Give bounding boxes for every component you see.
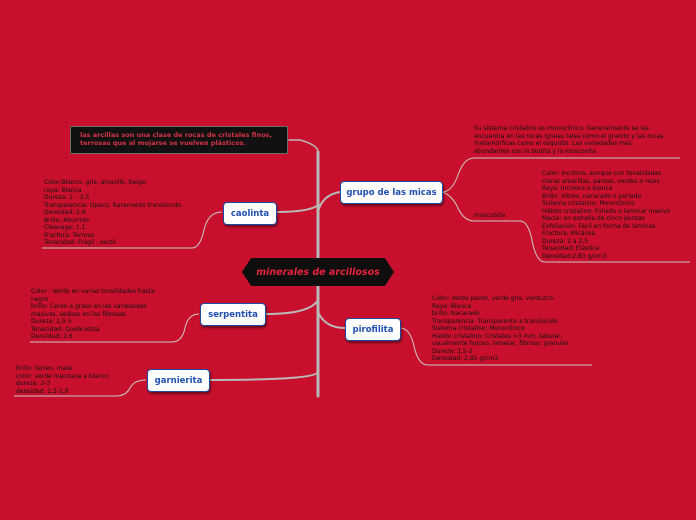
- topic-garnierita-label: garnierita: [154, 375, 203, 386]
- note-micas-description[interactable]: Su sistema cristalino es monoclínico. Ge…: [474, 125, 664, 155]
- note-serpentita[interactable]: Color : Verde en varias tonalidades hast…: [31, 288, 155, 340]
- topic-serpentita[interactable]: serpentita: [200, 303, 266, 326]
- topic-pirofilita-label: pirofilita: [352, 324, 394, 335]
- note-moscobita[interactable]: Color: Incoloro, aunque con tonalidades …: [542, 170, 671, 260]
- definition-callout[interactable]: las arcillas son una clase de rocas de c…: [70, 126, 288, 154]
- definition-callout-text: las arcillas son una clase de rocas de c…: [80, 131, 272, 147]
- topic-garnierita[interactable]: garnierita: [147, 369, 210, 392]
- topic-serpentita-label: serpentita: [208, 309, 258, 320]
- topic-grupo-micas-label: grupo de las micas: [346, 187, 437, 198]
- topic-pirofilita[interactable]: pirofilita: [345, 318, 401, 341]
- topic-grupo-micas[interactable]: grupo de las micas: [340, 181, 443, 204]
- note-pirofilita[interactable]: Color: Verde pardo, verde gris, verduzco…: [432, 295, 569, 362]
- topic-caolinta-label: caolinta: [230, 208, 270, 219]
- topic-caolinta[interactable]: caolinta: [223, 202, 277, 225]
- central-topic-label: minerales de arcillosos: [256, 266, 380, 278]
- note-caolinta[interactable]: Color:Blanco, gris, amarillo, beige, ray…: [44, 179, 183, 246]
- note-garnierita[interactable]: brillo: terreo, mate color: verde manzan…: [16, 365, 109, 395]
- note-moscobita-label[interactable]: moscobita: [474, 212, 506, 219]
- central-topic[interactable]: minerales de arcillosos: [242, 258, 394, 286]
